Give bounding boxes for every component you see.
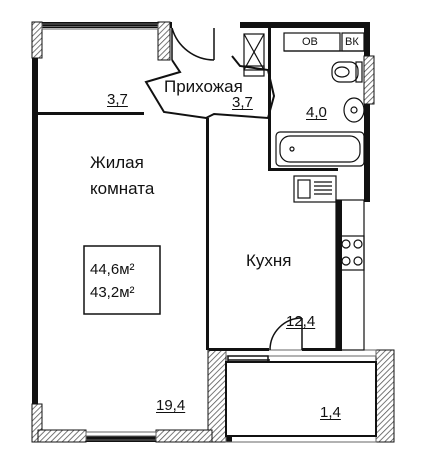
area-summary-box [83,245,161,315]
balcony-outline [225,361,377,437]
kitchen-fixtures [293,175,365,351]
windows [41,23,377,443]
ventilation-shafts [243,33,265,77]
hatched-walls [31,21,395,443]
hall-outline [144,55,276,120]
entrance-door [171,27,215,61]
exterior-walls [32,22,370,442]
bathroom-fixtures [275,32,365,167]
balcony-door [227,317,303,363]
